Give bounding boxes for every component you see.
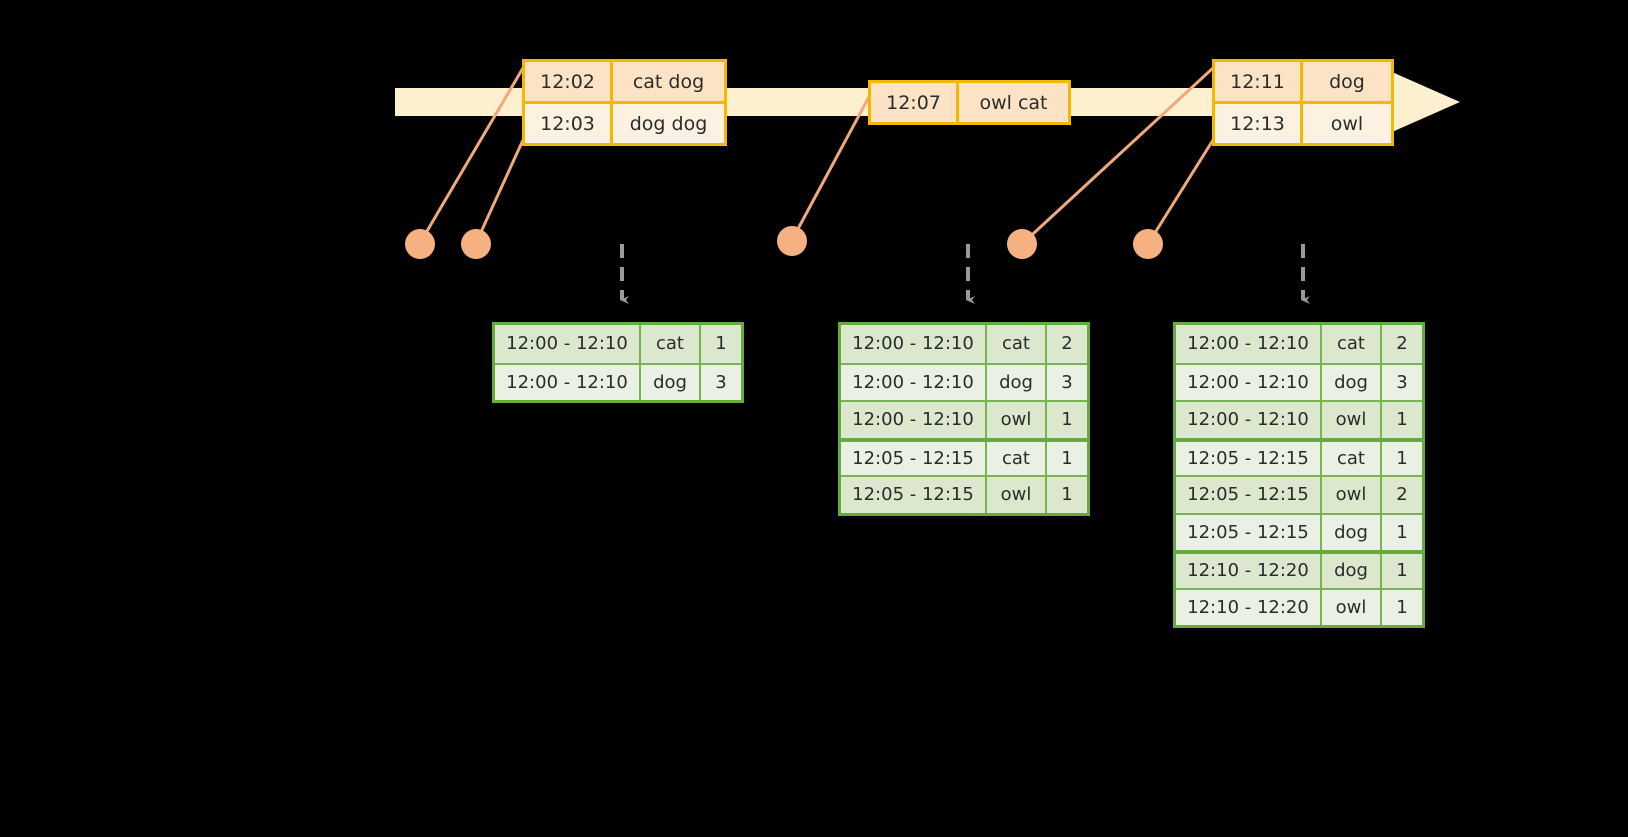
- result-key: dog: [987, 364, 1047, 400]
- result-window: 12:00 - 12:10: [495, 364, 641, 400]
- result-key: owl: [987, 402, 1047, 438]
- result-window: 12:00 - 12:10: [1176, 325, 1322, 363]
- event-row: 12:11 dog: [1215, 62, 1391, 101]
- dashed-arrows: [620, 244, 1310, 304]
- event-row: 12:03 dog dog: [525, 101, 724, 143]
- dot-3: [777, 226, 807, 256]
- event-time: 12:03: [525, 104, 613, 143]
- result-window: 12:05 - 12:15: [1176, 441, 1322, 475]
- event-payload: owl: [1330, 112, 1364, 135]
- result-key: owl: [987, 477, 1047, 513]
- result-count: 1: [1396, 447, 1408, 469]
- result-key: dog: [641, 364, 701, 400]
- result-window: 12:10 - 12:20: [1176, 554, 1322, 588]
- result-window: 12:00 - 12:10: [841, 402, 987, 438]
- event-dot-group: [405, 226, 1163, 259]
- result-count: 2: [1396, 484, 1408, 506]
- result-key: cat: [987, 441, 1047, 475]
- event-payload: dog: [1329, 70, 1365, 93]
- event-payload: owl cat: [979, 91, 1048, 114]
- result-key: cat: [1322, 441, 1382, 475]
- result-key: dog: [1322, 514, 1382, 550]
- result-count: 1: [1061, 484, 1073, 506]
- event-box-group-3: 12:11 dog 12:13 owl: [1212, 59, 1394, 146]
- event-time: 12:07: [871, 83, 959, 122]
- result-count: 3: [1061, 371, 1073, 393]
- result-window: 12:00 - 12:10: [841, 364, 987, 400]
- dot-2: [461, 229, 491, 259]
- result-count: 1: [1061, 447, 1073, 469]
- result-window: 12:00 - 12:10: [1176, 364, 1322, 400]
- result-key: owl: [1322, 402, 1382, 438]
- result-window: 12:00 - 12:10: [495, 325, 641, 363]
- event-row: 12:07 owl cat: [871, 83, 1068, 122]
- result-key: cat: [1322, 325, 1382, 363]
- result-count: 1: [1396, 596, 1408, 618]
- result-window: 12:05 - 12:15: [841, 477, 987, 513]
- result-window: 12:10 - 12:20: [1176, 589, 1322, 625]
- result-count: 2: [1061, 333, 1073, 355]
- result-count: 3: [715, 371, 727, 393]
- result-key: dog: [1322, 554, 1382, 588]
- event-time: 12:13: [1215, 104, 1303, 143]
- event-payload: dog dog: [629, 112, 708, 135]
- result-count: 1: [1061, 409, 1073, 431]
- dot-1: [405, 229, 435, 259]
- event-box-group-1: 12:02 cat dog 12:03 dog dog: [522, 59, 727, 146]
- dot-4: [1007, 229, 1037, 259]
- result-key: cat: [641, 325, 701, 363]
- event-box-group-2: 12:07 owl cat: [868, 80, 1071, 125]
- result-count: 1: [1396, 521, 1408, 543]
- result-window: 12:00 - 12:10: [841, 325, 987, 363]
- result-window: 12:05 - 12:15: [1176, 477, 1322, 513]
- event-time: 12:11: [1215, 62, 1303, 101]
- result-count: 3: [1396, 371, 1408, 393]
- result-window: 12:05 - 12:15: [841, 441, 987, 475]
- dot-5: [1133, 229, 1163, 259]
- result-count: 2: [1396, 333, 1408, 355]
- result-count: 1: [715, 333, 727, 355]
- result-key: cat: [987, 325, 1047, 363]
- result-window: 12:05 - 12:15: [1176, 514, 1322, 550]
- event-time: 12:02: [525, 62, 613, 101]
- event-payload: cat dog: [632, 70, 705, 93]
- result-window: 12:00 - 12:10: [1176, 402, 1322, 438]
- result-key: dog: [1322, 364, 1382, 400]
- result-count: 1: [1396, 560, 1408, 582]
- result-count: 1: [1396, 409, 1408, 431]
- event-row: 12:02 cat dog: [525, 62, 724, 101]
- result-key: owl: [1322, 589, 1382, 625]
- result-key: owl: [1322, 477, 1382, 513]
- event-row: 12:13 owl: [1215, 101, 1391, 143]
